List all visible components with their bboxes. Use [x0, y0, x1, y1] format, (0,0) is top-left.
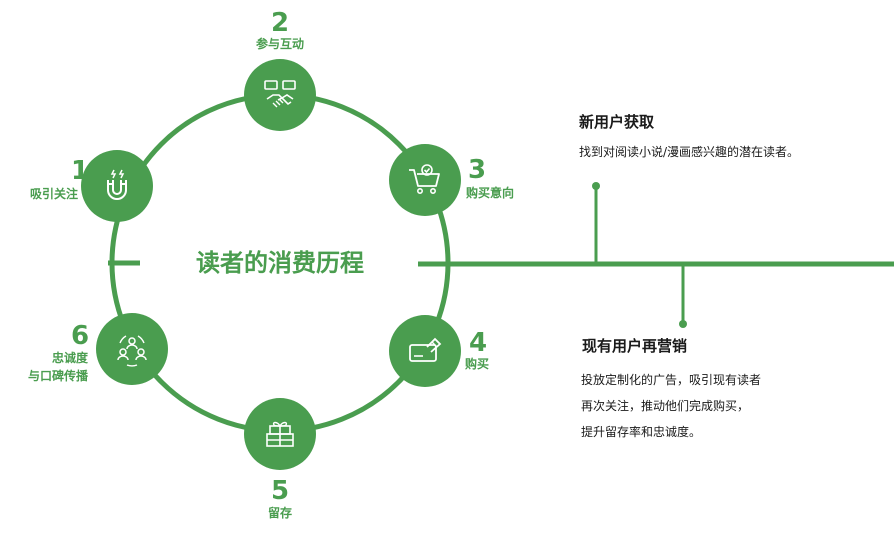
step-2-label: 参与互动 — [255, 37, 304, 51]
step-4-number: 4 — [468, 328, 488, 358]
step-6-label-line1: 忠诚度 — [51, 351, 88, 365]
step-3-number: 3 — [467, 155, 487, 185]
step-3-node — [389, 144, 461, 216]
step-5-label: 留存 — [267, 506, 292, 520]
new-users-title: 新用户获取 — [579, 113, 655, 131]
community-icon — [117, 335, 147, 367]
step-2-number: 2 — [270, 8, 290, 38]
payment-card-icon — [409, 337, 442, 362]
diagram-center-title: 读者的消费历程 — [196, 249, 364, 277]
new-users-text: 找到对阅读小说/漫画感兴趣的潜在读者。 — [579, 145, 800, 159]
remarketing-title: 现有用户再营销 — [582, 337, 688, 355]
step-5-node — [244, 398, 316, 470]
step-2-node — [244, 59, 316, 131]
remarketing-text-line3: 提升留存率和忠诚度。 — [581, 425, 702, 439]
step-1-number: 1 — [70, 156, 90, 186]
remarketing-text-line2: 再次关注，推动他们完成购买， — [581, 399, 750, 413]
gift-stack-icon — [266, 421, 294, 447]
step-6-node — [96, 313, 168, 385]
step-4-label: 购买 — [465, 357, 490, 371]
step-3-label: 购买意向 — [466, 186, 515, 200]
handshake-chat-icon — [264, 80, 296, 108]
step-6-label-line2: 与口碑传播 — [27, 369, 88, 383]
step-6-number: 6 — [70, 321, 90, 351]
magnet-icon — [107, 169, 127, 200]
step-1-label: 吸引关注 — [29, 187, 78, 201]
shopping-cart-icon — [409, 164, 440, 194]
new-users-dot — [592, 182, 600, 190]
step-5-number: 5 — [270, 476, 290, 506]
step-4-node — [389, 315, 461, 387]
step-1-node — [81, 150, 153, 222]
remarketing-dot — [679, 320, 687, 328]
remarketing-text-line1: 投放定制化的广告，吸引现有读者 — [581, 373, 762, 387]
